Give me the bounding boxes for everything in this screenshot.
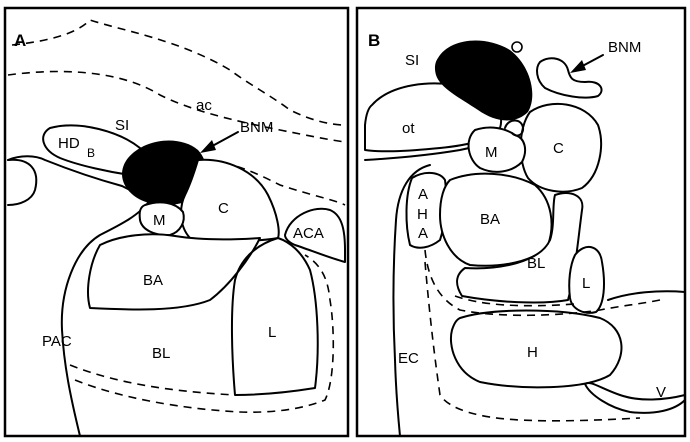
label-b-aha-a2: A (418, 225, 428, 242)
label-hd-subscript: B (87, 146, 95, 160)
label-aca: ACA (293, 225, 324, 242)
panel-a-ba-region (88, 234, 260, 309)
panel-b-small-circle (512, 42, 522, 52)
label-b-bl: BL (527, 255, 545, 272)
label-b-ec: EC (398, 350, 419, 367)
label-m: M (153, 212, 166, 229)
panel-a-letter: A (14, 31, 26, 50)
label-l: L (268, 324, 276, 341)
panel-b-bnm-detached (537, 58, 602, 97)
label-b-si: SI (405, 52, 419, 69)
panel-a-dashed-top (12, 20, 345, 125)
panel-a-left-lobe (8, 160, 36, 205)
panel-b-letter: B (368, 31, 380, 50)
label-b-m: M (485, 144, 498, 161)
panel-a-c-region (181, 160, 279, 241)
label-ac: ac (196, 97, 212, 114)
label-b-ba: BA (480, 211, 500, 228)
label-b-h: H (527, 344, 538, 361)
label-c: C (218, 200, 229, 217)
label-pac: PAC (42, 333, 72, 350)
label-bnm: BNM (240, 119, 273, 136)
panel-b: B SI BNM ot M C A H A BA BL L EC H V (357, 8, 685, 436)
panel-b-bnm-arrowhead (570, 60, 586, 73)
label-b-aha-h: H (417, 206, 428, 223)
label-b-aha-a1: A (418, 186, 428, 203)
label-b-ot: ot (402, 120, 415, 137)
label-b-c: C (553, 140, 564, 157)
panel-a: A ac SI HD B BNM M C ACA BA PAC BL L (5, 8, 348, 436)
panel-a-dashed-bl-border (70, 365, 235, 395)
label-b-l: L (582, 275, 590, 292)
label-bl: BL (152, 345, 170, 362)
panel-a-bnm-arrowhead (200, 140, 216, 153)
label-b-v: V (656, 384, 666, 401)
label-b-bnm: BNM (608, 39, 641, 56)
label-hd: HD (58, 135, 80, 152)
label-ba: BA (143, 272, 163, 289)
label-si: SI (115, 117, 129, 134)
